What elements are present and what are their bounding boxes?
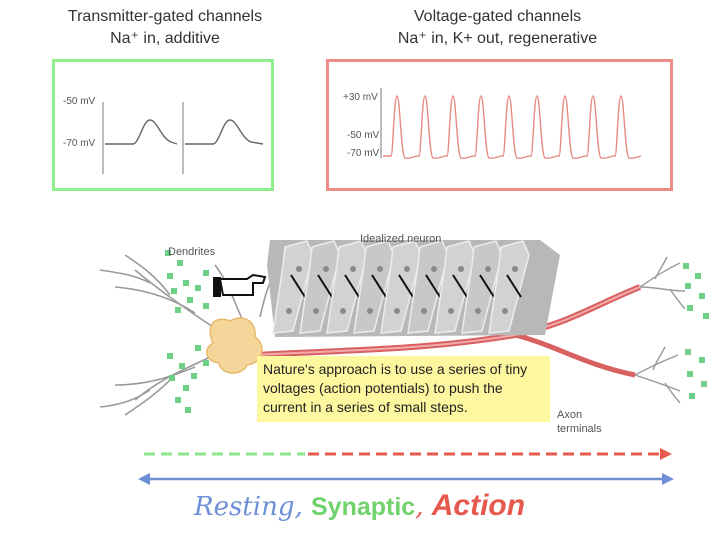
idealized-neuron-label: Idealized neuron	[360, 233, 442, 245]
channel-gate	[506, 274, 522, 298]
axon-terminals-label: Axon terminals	[557, 409, 602, 435]
neuron-segment	[461, 240, 503, 334]
channel-gate	[425, 274, 441, 298]
cell-body	[206, 317, 263, 374]
segment-dot	[340, 308, 346, 314]
action-potential-panel: +30 mV -50 mV -70 mV	[326, 59, 673, 191]
channel-gate	[317, 274, 333, 298]
neuron-segment	[326, 240, 368, 334]
left-label-minus70: -70 mV	[63, 138, 96, 149]
timeline-lines	[138, 448, 674, 485]
neuron-diagram	[99, 240, 709, 416]
channel-gate	[371, 274, 387, 298]
segment-dot	[323, 266, 329, 272]
synaptic-potential-panel: -50 mV -70 mV	[52, 59, 274, 191]
right-title-line2: Na⁺ in, K+ out, regenerative	[397, 30, 598, 47]
neuron-segment	[434, 240, 476, 334]
segment-dot	[313, 308, 319, 314]
action-potential-traces	[380, 88, 642, 159]
action-arrowhead	[660, 448, 672, 460]
neurotransmitter-dots-left	[165, 250, 209, 413]
segment-dot	[394, 308, 400, 314]
caption-synaptic: Synaptic	[311, 493, 416, 521]
right-title-line1: Voltage-gated channels	[413, 8, 582, 25]
neuron-segment	[380, 240, 422, 334]
right-panel-title: Voltage-gated channels Na⁺ in, K+ out, r…	[350, 6, 645, 50]
left-title-line1: Transmitter-gated channels	[67, 8, 263, 25]
synaptic-trace-2	[185, 119, 264, 145]
explanation-callout: Nature's approach is to use a series of …	[257, 356, 550, 422]
segment-dot	[367, 308, 373, 314]
segment-dot	[502, 308, 508, 314]
segment-dot	[475, 308, 481, 314]
dendrites-label: Dendrites	[168, 246, 216, 258]
segment-dot	[377, 266, 383, 272]
neuron-segment	[407, 240, 449, 334]
segment-dot	[296, 266, 302, 272]
idealized-neuron-segments	[267, 240, 560, 337]
segment-dot	[485, 266, 491, 272]
segment-dot	[431, 266, 437, 272]
right-label-plus30: +30 mV	[343, 92, 378, 103]
right-label-minus50: -50 mV	[347, 130, 380, 141]
segment-dot	[458, 266, 464, 272]
caption-action: Action	[431, 489, 526, 522]
pointing-hand-icon	[213, 273, 267, 297]
synaptic-trace-1	[105, 119, 178, 145]
right-label-minus70: -70 mV	[347, 148, 380, 159]
segment-dot	[512, 266, 518, 272]
caption-sep1: ,	[294, 492, 311, 522]
neuron-segment	[272, 240, 314, 334]
axon-terminal-branches	[634, 256, 686, 404]
channel-gate	[344, 274, 360, 298]
caption-sep2: ,	[415, 492, 432, 522]
channel-gate	[290, 274, 306, 298]
resting-arrowhead-left	[138, 473, 150, 485]
segment-dot	[421, 308, 427, 314]
caption-resting: Resting	[194, 492, 295, 522]
channel-gate	[398, 274, 414, 298]
left-label-minus50: -50 mV	[63, 96, 96, 107]
resting-arrowhead-right	[662, 473, 674, 485]
neuron-segment	[299, 240, 341, 334]
neuron-segment	[353, 240, 395, 334]
left-panel-title: Transmitter-gated channels Na⁺ in, addit…	[30, 6, 300, 50]
left-title-line2: Na⁺ in, additive	[110, 30, 220, 47]
neuron-segment	[488, 240, 530, 334]
channel-gate	[479, 274, 495, 298]
action-potential-trace	[383, 95, 642, 159]
synaptic-potential-traces	[102, 102, 264, 174]
segment-dot	[404, 266, 410, 272]
segment-dot	[286, 308, 292, 314]
potential-types-caption: Resting, Synaptic, Action	[194, 490, 525, 523]
neurotransmitter-dots-right	[683, 263, 709, 399]
segment-dot	[448, 308, 454, 314]
segment-dot	[350, 266, 356, 272]
channel-gate	[452, 274, 468, 298]
